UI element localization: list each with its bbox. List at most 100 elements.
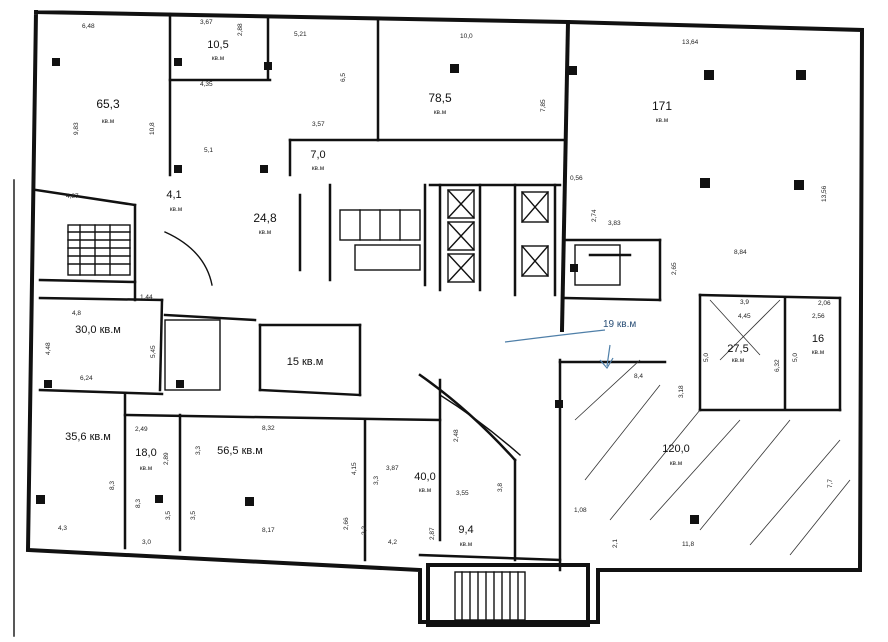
dimension-label: 11,8 [682, 541, 695, 548]
dimension-label: 13,56 [821, 185, 828, 202]
dimension-label: 2,87 [429, 527, 436, 540]
room-unit: кв.м [212, 55, 225, 62]
dimension-label: 6,32 [774, 359, 781, 372]
columns [36, 58, 806, 524]
handwritten-annotation: 19 кв.м [504, 319, 636, 370]
outer-walls [13, 9, 865, 637]
room-area: 35,6 кв.м [65, 431, 111, 443]
dimension-label: 3,55 [456, 490, 469, 497]
dimension-label: 6,5 [340, 73, 347, 82]
dimension-label: 9,83 [73, 122, 80, 135]
dimension-label: 2,65 [671, 262, 678, 275]
room-area: 40,0 [414, 471, 435, 483]
dimension-label: 1,08 [574, 507, 587, 514]
dimension-label: 10,0 [460, 33, 473, 40]
room-area: 10,5 [207, 39, 228, 51]
dimension-label: 4,48 [45, 342, 52, 355]
dimension-label: 3,0 [142, 539, 151, 546]
stairs-left [67, 224, 131, 276]
dimension-label: 0,56 [570, 175, 583, 182]
room-area: 30,0 кв.м [75, 324, 121, 336]
dimension-label: 3,18 [678, 385, 685, 398]
dimension-label: 4,15 [351, 462, 358, 475]
elevator-shafts [447, 189, 549, 283]
dimension-label: 4,3 [58, 525, 67, 532]
room-unit: кв.м [434, 109, 447, 116]
dimension-label: 7,85 [540, 99, 547, 112]
room-unit: кв.м [419, 487, 432, 494]
room-area: 27,5 [727, 343, 748, 355]
room-unit: кв.м [170, 206, 183, 213]
room-area: 56,5 кв.м [217, 445, 263, 457]
dimension-label: 10,8 [149, 122, 156, 135]
dimension-label: 3,3 [373, 476, 380, 485]
dimension-label: 4,87 [66, 193, 79, 200]
dimension-label: 6,48 [82, 23, 95, 30]
dimension-label: 1,44 [140, 294, 153, 301]
toilet-cubicles [164, 209, 621, 391]
room-unit: кв.м [460, 541, 473, 548]
dimension-label: 2,74 [591, 209, 598, 222]
room-area: 4,1 [166, 189, 181, 201]
dimension-label: 3,3 [195, 446, 202, 455]
dimension-label: 4,45 [738, 313, 751, 320]
dimension-label: 2,2 [361, 526, 368, 535]
room-area: 120,0 [662, 443, 690, 455]
room-area: 24,8 [253, 211, 277, 225]
dimension-label: 2,89 [163, 452, 170, 465]
dimension-label: 2,56 [812, 313, 825, 320]
dimension-label: 2,1 [612, 539, 619, 548]
dimension-label: 8,3 [135, 499, 142, 508]
dimension-label: 3,9 [740, 299, 749, 306]
dimension-label: 8,4 [634, 373, 643, 380]
dimension-label: 5,0 [703, 353, 710, 362]
room-unit: кв.м [670, 460, 683, 467]
dimension-label: 5,1 [204, 147, 213, 154]
room-area: 65,3 [96, 97, 120, 111]
handwritten-note: 19 кв.м [603, 319, 636, 330]
room-unit: кв.м [812, 349, 825, 356]
dimension-label: 6,24 [80, 375, 93, 382]
dimension-label: 3,87 [386, 465, 399, 472]
room-labels: 65,3 кв.м 10,5 кв.м 78,5 кв.м 171 кв.м 7… [65, 39, 825, 548]
dimension-label: 8,3 [109, 481, 116, 490]
room-area: 16 [812, 333, 824, 345]
dimension-labels: 6,48 3,67 2,88 5,21 10,0 13,64 4,35 6,5 … [45, 19, 834, 548]
room-unit: кв.м [259, 229, 272, 236]
dimension-label: 5,45 [150, 345, 157, 358]
room-unit: кв.м [312, 165, 325, 172]
interior-walls [34, 12, 842, 572]
room-area: 18,0 [135, 447, 156, 459]
room-area: 7,0 [310, 149, 325, 161]
room-area: 15 кв.м [287, 356, 324, 368]
room-area: 171 [652, 99, 672, 113]
dimension-label: 7,7 [827, 479, 834, 488]
dimension-label: 5,21 [294, 31, 307, 38]
room-area: 78,5 [428, 91, 452, 105]
room-unit: кв.м [140, 465, 153, 472]
dimension-label: 13,64 [682, 39, 699, 46]
hatched-area [574, 299, 851, 556]
dimension-label: 3,57 [312, 121, 325, 128]
dimension-label: 3,83 [608, 220, 621, 227]
dimension-label: 3,5 [165, 511, 172, 520]
room-area: 9,4 [458, 524, 473, 536]
dimension-label: 2,88 [237, 23, 244, 36]
dimension-label: 2,49 [135, 426, 148, 433]
dimension-label: 2,66 [343, 517, 350, 530]
dimension-label: 3,67 [200, 19, 213, 26]
dimension-label: 8,17 [262, 527, 275, 534]
dimension-label: 4,35 [200, 81, 213, 88]
dimension-label: 2,48 [453, 429, 460, 442]
dimension-label: 3,5 [190, 511, 197, 520]
dimension-label: 4,8 [72, 310, 81, 317]
dimension-label: 5,0 [792, 353, 799, 362]
room-unit: кв.м [656, 117, 669, 124]
dimension-label: 3,8 [497, 483, 504, 492]
dimension-label: 8,32 [262, 425, 275, 432]
stairs-bottom [426, 563, 590, 627]
dimension-label: 8,84 [734, 249, 747, 256]
dimension-label: 4,2 [388, 539, 397, 546]
dimension-label: 2,06 [818, 300, 831, 307]
